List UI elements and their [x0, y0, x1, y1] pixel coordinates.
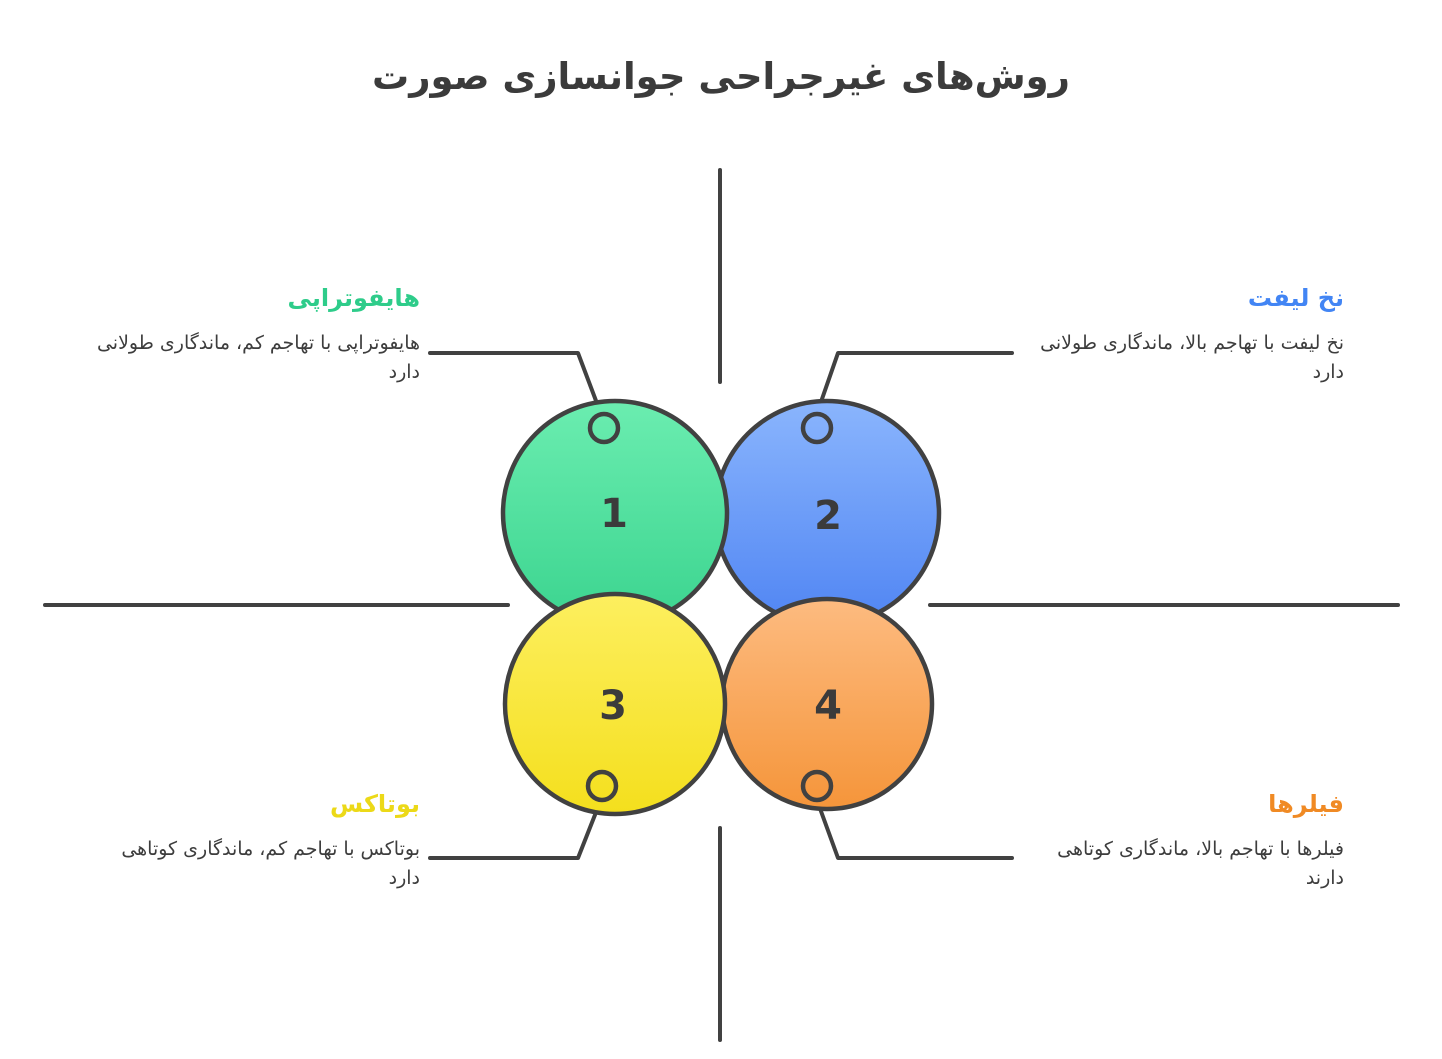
quadrant-heading-top-left: هایفوتراپی: [287, 284, 420, 312]
quadrant-description-top-right: نخ لیفت با تهاجم بالا، ماندگاری طولانی د…: [1040, 332, 1344, 384]
connector-ring-top-left: [587, 411, 621, 445]
quadrant-heading-bottom-left: بوتاکس: [330, 790, 420, 818]
quadrant-number-1: 1: [600, 491, 628, 537]
quadrant-label-bottom-right: فیلرها فیلرها با تهاجم بالا، ماندگاری کو…: [1014, 789, 1344, 894]
quadrant-number-4: 4: [814, 683, 842, 729]
leader-line-bottom-right: [812, 790, 1014, 860]
leader-line-top-left: [428, 351, 606, 424]
connector-ring-bottom-left: [585, 769, 619, 803]
quadrant-description-bottom-right: فیلرها با تهاجم بالا، ماندگاری کوتاهی دا…: [1057, 838, 1344, 890]
connector-ring-bottom-right: [800, 769, 834, 803]
quadrant-heading-top-right: نخ لیفت: [1247, 284, 1344, 312]
quadrant-number-3: 3: [599, 683, 627, 729]
quadrant-description-bottom-left: بوتاکس با تهاجم کم، ماندگاری کوتاهی دارد: [121, 838, 420, 890]
quadrant-label-top-right: نخ لیفت نخ لیفت با تهاجم بالا، ماندگاری …: [1014, 283, 1344, 388]
quadrant-heading-bottom-right: فیلرها: [1268, 790, 1344, 818]
quadrant-label-bottom-left: بوتاکس بوتاکس با تهاجم کم، ماندگاری کوتا…: [90, 789, 420, 894]
connector-ring-top-right: [800, 411, 834, 445]
quadrant-description-top-left: هایفوتراپی با تهاجم کم، ماندگاری طولانی …: [96, 332, 420, 384]
page-title: روش‌های غیرجراحی جوانسازی صورت: [372, 55, 1070, 98]
quadrant-circle-bottom-left[interactable]: [502, 591, 728, 817]
quadrant-number-2: 2: [814, 493, 842, 539]
quadrant-label-top-left: هایفوتراپی هایفوتراپی با تهاجم کم، ماندگ…: [90, 283, 420, 388]
